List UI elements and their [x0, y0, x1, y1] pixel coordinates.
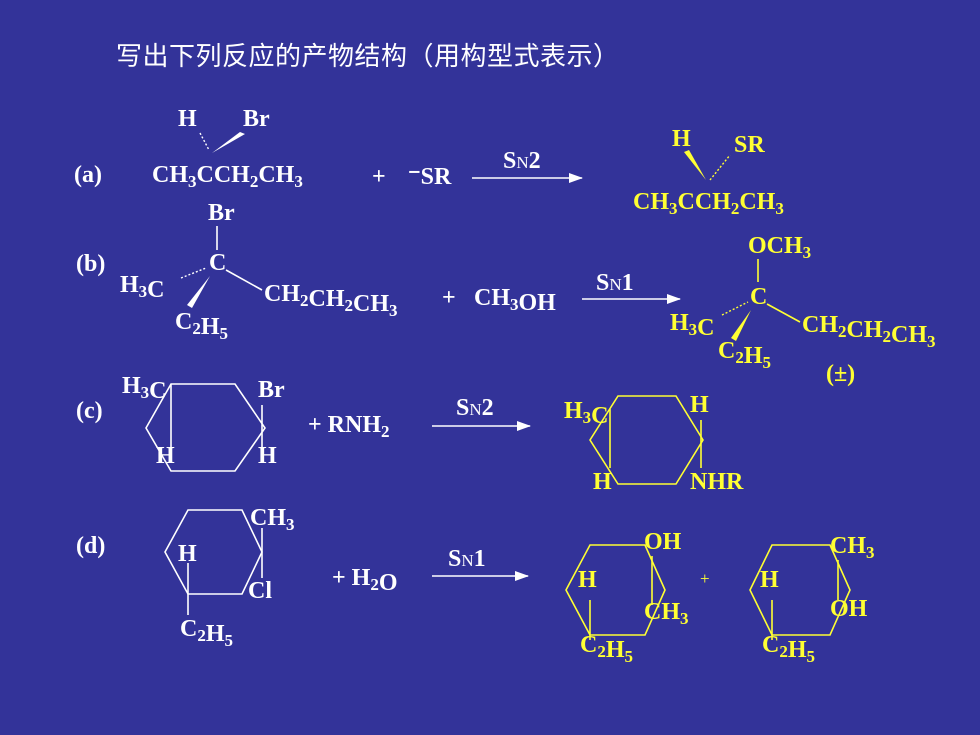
a-condition: SN2: [503, 148, 541, 174]
a-h-atom: H: [178, 106, 197, 132]
b-h3c: H3C: [120, 272, 165, 303]
b-plus: +: [442, 285, 456, 311]
c-product-h: H: [690, 392, 709, 418]
c-product-h3c: H3C: [564, 398, 609, 429]
a-wedge-bond: [212, 132, 245, 153]
a-chain: CH3CCH2CH3: [152, 162, 303, 191]
d-product1-ch3: CH3: [644, 599, 689, 628]
a-product-sr: SR: [734, 132, 765, 158]
c-product-h2: H: [593, 469, 612, 495]
b-product-c2h5: C2H5: [718, 338, 771, 372]
reaction-c: (c) H3C Br H H + RNH2 SN2 H3C H H NHR: [76, 373, 744, 495]
d-plus-reagent: + H2O: [332, 565, 398, 596]
b-product-c: C: [750, 284, 767, 310]
b-product-wedge: [731, 310, 751, 341]
d-product2-oh: OH: [830, 596, 868, 622]
b-br-atom: Br: [208, 200, 235, 226]
a-product-wedge: [684, 150, 706, 180]
reaction-d: (d) CH3 H Cl C2H5 + H2O SN1 OH H CH3 C2H…: [76, 505, 875, 666]
c-h3c: H3C: [122, 373, 167, 404]
b-c-atom: C: [209, 250, 226, 276]
a-plus: +: [372, 164, 386, 190]
d-condition: SN1: [448, 546, 486, 572]
b-product-chain: CH2CH2CH3: [802, 312, 936, 351]
a-br-atom: Br: [243, 106, 270, 132]
label-c: (c): [76, 398, 103, 424]
d-c2h5: C2H5: [180, 616, 233, 650]
a-hash-bond: [199, 132, 210, 151]
reaction-b: (b) Br C H3C CH2CH2CH3 C2H5 + CH3OH SN1 …: [76, 200, 936, 387]
reaction-a: (a) H Br CH3CCH2CH3 + ⁻SR SN2 H SR CH3CC…: [74, 106, 784, 218]
a-nucleophile: ⁻SR: [408, 164, 452, 190]
b-hash-bond: [180, 267, 207, 279]
label-d: (d): [76, 533, 105, 559]
b-chain-bond: [225, 269, 263, 291]
d-h: H: [178, 541, 197, 567]
b-product-och3: OCH3: [748, 233, 811, 262]
label-a: (a): [74, 162, 102, 188]
b-product-hash: [721, 301, 749, 316]
b-racemic: (±): [826, 361, 855, 387]
d-product1-oh: OH: [644, 529, 682, 555]
b-condition: SN1: [596, 270, 634, 296]
d-product2-c2h5: C2H5: [762, 632, 815, 666]
c-product-nhr: NHR: [690, 469, 744, 495]
a-product-hash: [709, 154, 731, 181]
a-product-h: H: [672, 126, 691, 152]
b-product-chain-bond: [766, 303, 801, 323]
b-chain: CH2CH2CH3: [264, 281, 398, 320]
label-b: (b): [76, 251, 105, 277]
d-ch3: CH3: [250, 505, 295, 534]
b-product-h3c: H3C: [670, 310, 715, 341]
b-wedge-bond: [187, 276, 210, 308]
d-product1-c2h5: C2H5: [580, 632, 633, 666]
b-c2h5: C2H5: [175, 309, 228, 343]
c-condition: SN2: [456, 395, 494, 421]
b-reagent: CH3OH: [474, 285, 556, 316]
c-h-right: H: [258, 443, 277, 469]
c-plus-reagent: + RNH2: [308, 412, 390, 441]
d-product-plus: +: [700, 569, 710, 588]
c-product-ring: [589, 395, 704, 485]
d-product2-h: H: [760, 567, 779, 593]
d-cl: Cl: [248, 578, 272, 604]
c-h-left: H: [156, 443, 175, 469]
page-title: 写出下列反应的产物结构（用构型式表示）: [116, 42, 620, 72]
a-product-chain: CH3CCH2CH3: [633, 189, 784, 218]
d-product1-h: H: [578, 567, 597, 593]
c-br: Br: [258, 377, 285, 403]
d-product2-ch3: CH3: [830, 533, 875, 562]
